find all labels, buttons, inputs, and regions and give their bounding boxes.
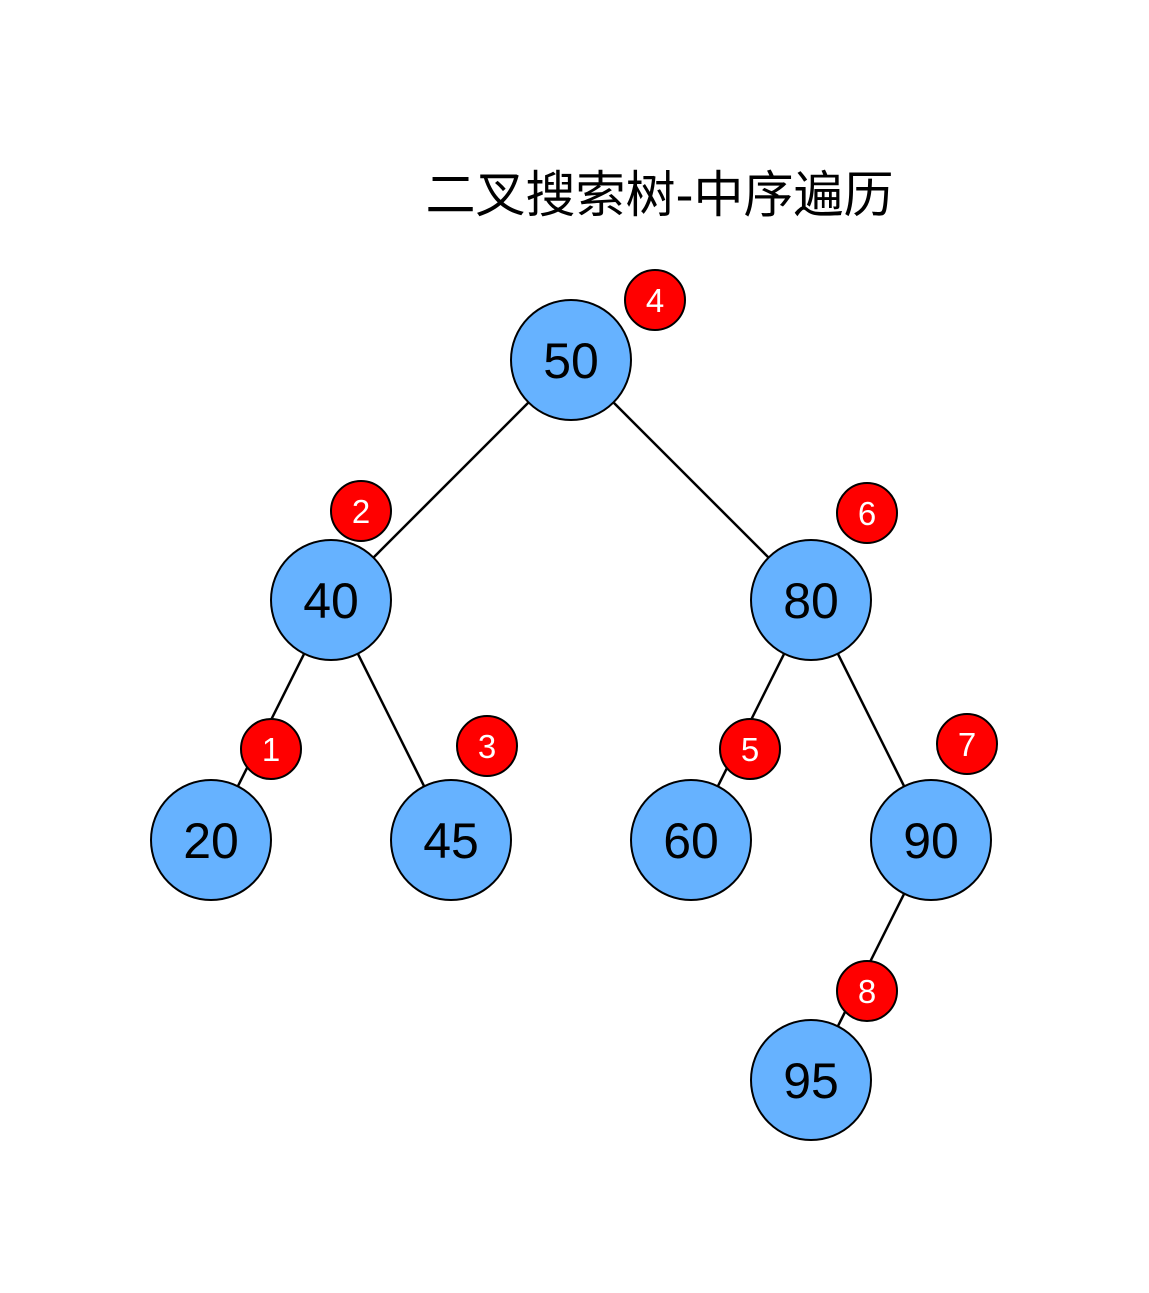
badge-label: 8 bbox=[858, 973, 876, 1010]
order-badge-2: 2 bbox=[330, 480, 392, 542]
tree-nodes: 50 40 80 20 45 60 90 95 bbox=[150, 299, 992, 1141]
edge-40-45 bbox=[356, 653, 426, 787]
node-circle bbox=[750, 539, 872, 661]
tree-node-40: 40 bbox=[270, 539, 392, 661]
badge-circle bbox=[936, 713, 998, 775]
tree-node-60: 60 bbox=[630, 779, 752, 901]
tree-node-95: 95 bbox=[750, 1019, 872, 1141]
tree-node-45: 45 bbox=[390, 779, 512, 901]
node-circle bbox=[750, 1019, 872, 1141]
order-badge-8: 8 bbox=[836, 960, 898, 1022]
node-label: 60 bbox=[663, 813, 719, 869]
badge-circle bbox=[836, 482, 898, 544]
node-circle bbox=[270, 539, 392, 661]
order-badge-3: 3 bbox=[456, 715, 518, 777]
node-label: 90 bbox=[903, 813, 959, 869]
badge-label: 7 bbox=[958, 726, 976, 763]
order-badge-5: 5 bbox=[719, 718, 781, 780]
node-label: 45 bbox=[423, 813, 479, 869]
node-label: 40 bbox=[303, 573, 359, 629]
node-circle bbox=[390, 779, 512, 901]
edge-80-90 bbox=[836, 653, 906, 787]
badge-circle bbox=[719, 718, 781, 780]
badge-circle bbox=[456, 715, 518, 777]
badge-label: 4 bbox=[646, 282, 664, 319]
badge-circle bbox=[836, 960, 898, 1022]
order-badge-6: 6 bbox=[836, 482, 898, 544]
node-circle bbox=[870, 779, 992, 901]
node-label: 20 bbox=[183, 813, 239, 869]
badge-circle bbox=[624, 269, 686, 331]
badge-circle bbox=[240, 718, 302, 780]
order-badge-1: 1 bbox=[240, 718, 302, 780]
node-label: 50 bbox=[543, 333, 599, 389]
badge-label: 1 bbox=[262, 731, 280, 768]
tree-node-50: 50 bbox=[510, 299, 632, 421]
edge-50-80 bbox=[612, 401, 770, 559]
node-circle bbox=[630, 779, 752, 901]
order-badge-7: 7 bbox=[936, 713, 998, 775]
tree-node-20: 20 bbox=[150, 779, 272, 901]
tree-node-80: 80 bbox=[750, 539, 872, 661]
node-circle bbox=[150, 779, 272, 901]
node-circle bbox=[510, 299, 632, 421]
order-badge-4: 4 bbox=[624, 269, 686, 331]
badge-label: 3 bbox=[478, 728, 496, 765]
traversal-badges: 4 2 6 1 3 5 7 8 bbox=[240, 269, 998, 1022]
diagram-title: 二叉搜索树-中序遍历 bbox=[425, 166, 894, 224]
edge-50-40 bbox=[372, 401, 530, 559]
badge-label: 2 bbox=[352, 493, 370, 530]
badge-circle bbox=[330, 480, 392, 542]
badge-label: 6 bbox=[858, 495, 876, 532]
tree-node-90: 90 bbox=[870, 779, 992, 901]
node-label: 95 bbox=[783, 1053, 839, 1109]
node-label: 80 bbox=[783, 573, 839, 629]
badge-label: 5 bbox=[741, 731, 759, 768]
